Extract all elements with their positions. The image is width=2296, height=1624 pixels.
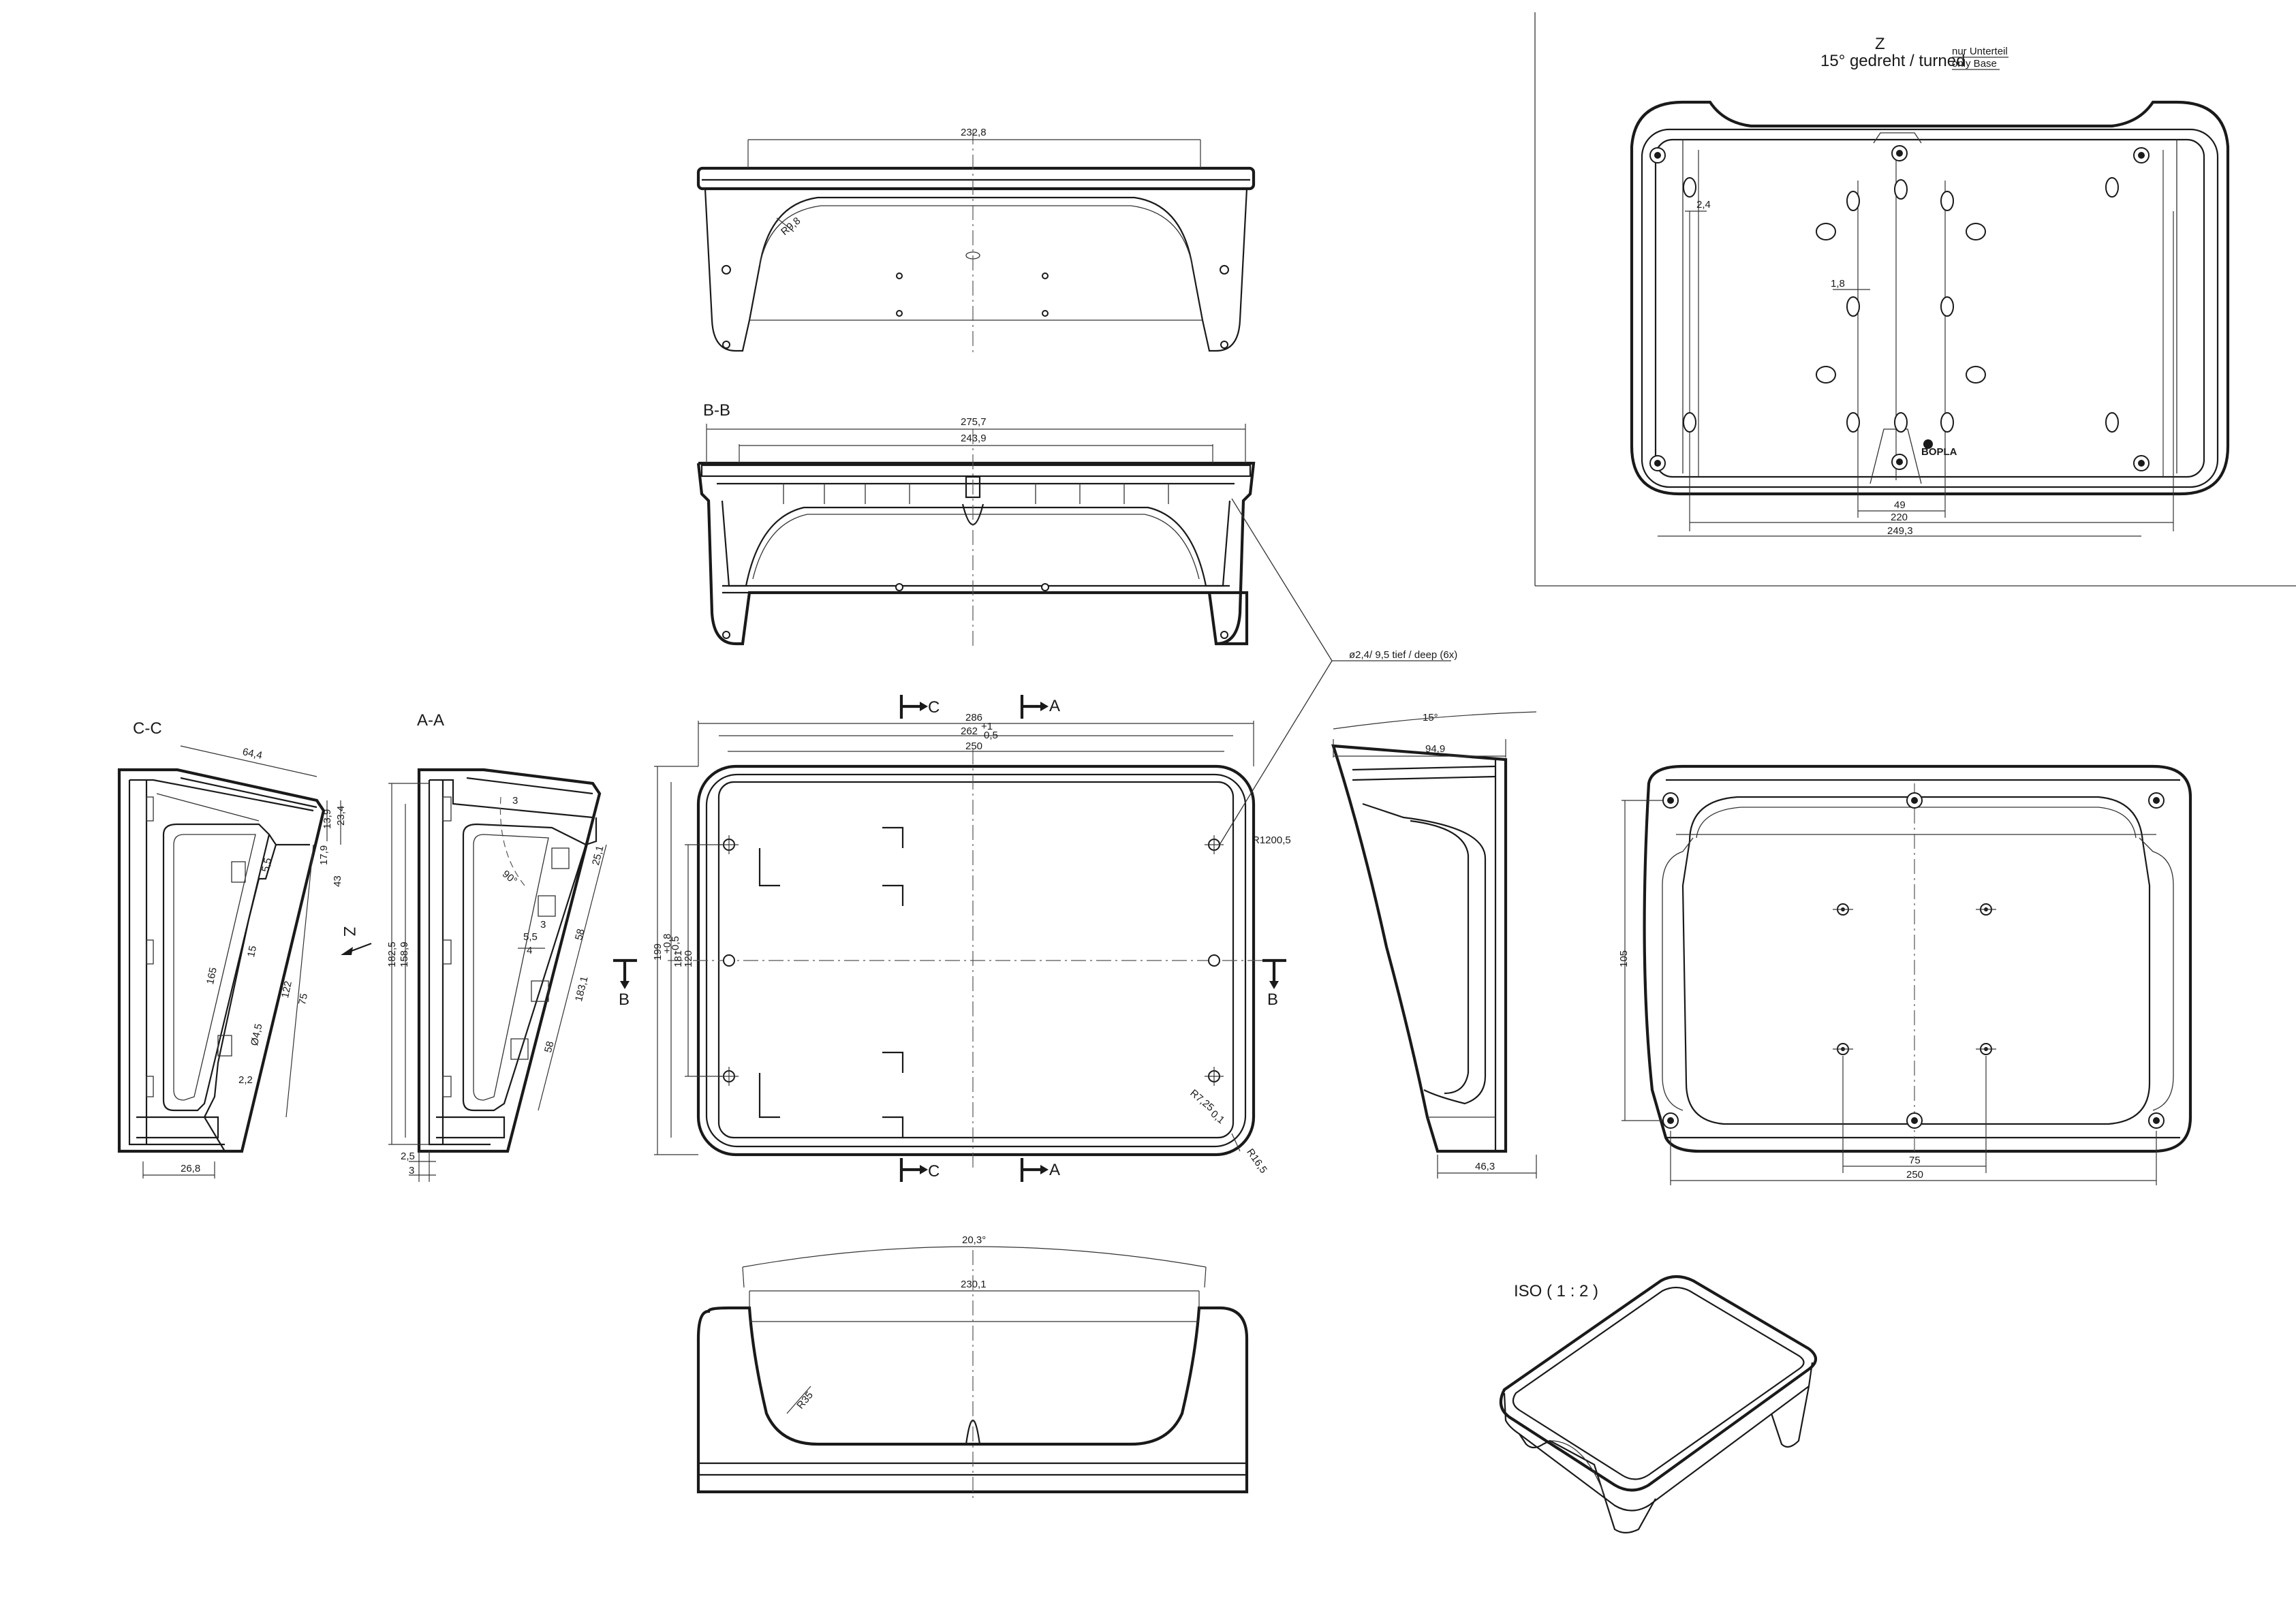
bb-view: B-B 275,7 243,9 [696,401,1256,647]
side-dim-angle: 15° [1423,712,1438,723]
top-dim-2: R9,8 [779,215,803,238]
aa-dim-58b: 58 [542,1040,557,1054]
front-callout: ø2,4/ 9,5 tief / deep (6x) [1349,649,1457,661]
front-dim-r165: R16,5 [1244,1146,1269,1176]
z-dim-24: 2,4 [1696,199,1711,210]
cc-dim-6: 165 [204,967,219,986]
cc-dim-1: 64,4 [241,746,263,762]
top-view: 232,8 R9,8 [696,127,1256,354]
cc-title: C-C [133,719,162,738]
aa-dim-183: 183,1 [573,975,591,1003]
front-sec-b-left: B [619,990,630,1009]
bottom-view: 105 75 250 [1618,764,2192,1185]
front-sec-a-bottom: A [1049,1161,1060,1179]
front-sec-b-right: B [1267,990,1278,1009]
z-dim-2493: 249,3 [1887,525,1913,537]
aa-dim-58a: 58 [573,928,587,941]
aa-dim-1825: 182,5 [386,941,398,967]
lower-dim-r35: R35 [794,1390,816,1411]
z-arrow: Z [340,926,372,955]
z-title: Z [1875,35,1885,53]
cc-dim-10: 5,5 [260,857,274,873]
aa-dim-251: 25,1 [590,845,606,866]
front-dim-r725-tol: 0,1 [1209,1108,1227,1126]
cc-dim-13: 26,8 [181,1163,200,1174]
cc-view: C-C 64,4 13,9 23,4 17,9 43 165 122 75 15… [117,719,347,1178]
front-view: C A C A B B 286 262 +1 0,5 250 199 181 +… [613,498,1457,1182]
bottom-dim-250: 250 [1906,1169,1923,1181]
top-dim-1: 232,8 [961,127,987,138]
lower-dim-angle: 20,3° [962,1234,986,1246]
front-dim-250: 250 [965,740,982,752]
aa-title: A-A [417,711,444,730]
z-dim-18: 1,8 [1831,278,1845,290]
aa-dim-1589: 158,9 [399,941,410,967]
front-sec-c-top: C [928,698,940,717]
front-dim-r1200: R1200,5 [1252,834,1291,846]
bb-title: B-B [703,401,730,420]
z-arrow-label: Z [340,926,358,937]
front-dim-199: 199 [652,943,664,961]
front-dim-181-tol-up: +0,8 [662,933,673,954]
front-dim-262-tol-dn: 0,5 [984,730,998,741]
cc-dim-3: 23,4 [335,806,347,826]
aa-dim-3: 3 [512,795,518,807]
side-dim-949: 94,9 [1425,743,1445,755]
front-sec-c-bottom: C [928,1162,940,1181]
cc-dim-2: 13,9 [322,809,333,829]
aa-view: A-A 3 90° 25,1 58 183,1 58 5,5 3 4 182,5 [386,711,607,1182]
z-note2: only Base [1952,58,1997,69]
front-dim-181-tol-dn: -0,5 [670,936,681,954]
cc-dim-9: 15 [245,945,259,958]
aa-dim-4: 4 [527,945,532,956]
aa-dim-25: 2,5 [401,1151,415,1162]
cc-dim-11: Ø4,5 [249,1022,264,1046]
cc-dim-12: 2,2 [238,1074,253,1086]
iso-label: ISO ( 1 : 2 ) [1514,1282,1598,1300]
front-dim-181: 181 [672,950,684,967]
front-sec-a-top: A [1049,697,1060,715]
cc-dim-8: 75 [296,993,310,1006]
aa-dim-3b: 3 [540,919,546,931]
bb-dim-2: 243,9 [961,433,987,444]
z-subtitle: 15° gedreht / turned [1820,52,1965,70]
iso-view: ISO ( 1 : 2 ) [1499,1275,1818,1534]
z-note1: nur Unterteil [1952,46,2008,57]
front-dim-r725: R7,25 [1188,1087,1216,1114]
lower-view: 20,3° 230,1 R35 [696,1234,1249,1499]
cc-dim-5: 43 [332,875,343,887]
aa-dim-90: 90° [500,868,519,887]
cc-dim-4: 17,9 [318,845,330,865]
side-dim-463: 46,3 [1475,1161,1495,1172]
z-dim-220: 220 [1891,512,1908,523]
z-dim-49: 49 [1894,499,1906,511]
bottom-dim-105: 105 [1618,950,1630,967]
bottom-dim-75: 75 [1909,1155,1921,1166]
bb-dim-1: 275,7 [961,416,987,428]
aa-dim-3c: 3 [409,1165,414,1176]
front-dim-286: 286 [965,712,982,723]
lower-dim-2301: 230,1 [961,1279,987,1290]
z-view: Z 15° gedreht / turned nur Unterteil onl… [1630,35,2230,537]
side-view: 15° 94,9 46,3 [1331,711,1537,1178]
front-dim-120: 120 [683,950,694,967]
z-brand: BOPLA [1921,446,1957,458]
aa-dim-55: 5,5 [523,931,538,943]
front-dim-262: 262 [961,725,978,737]
z-view-frame [1534,12,2296,587]
cc-dim-7: 122 [279,980,294,999]
front-dim-262-tol-up: +1 [981,721,993,732]
